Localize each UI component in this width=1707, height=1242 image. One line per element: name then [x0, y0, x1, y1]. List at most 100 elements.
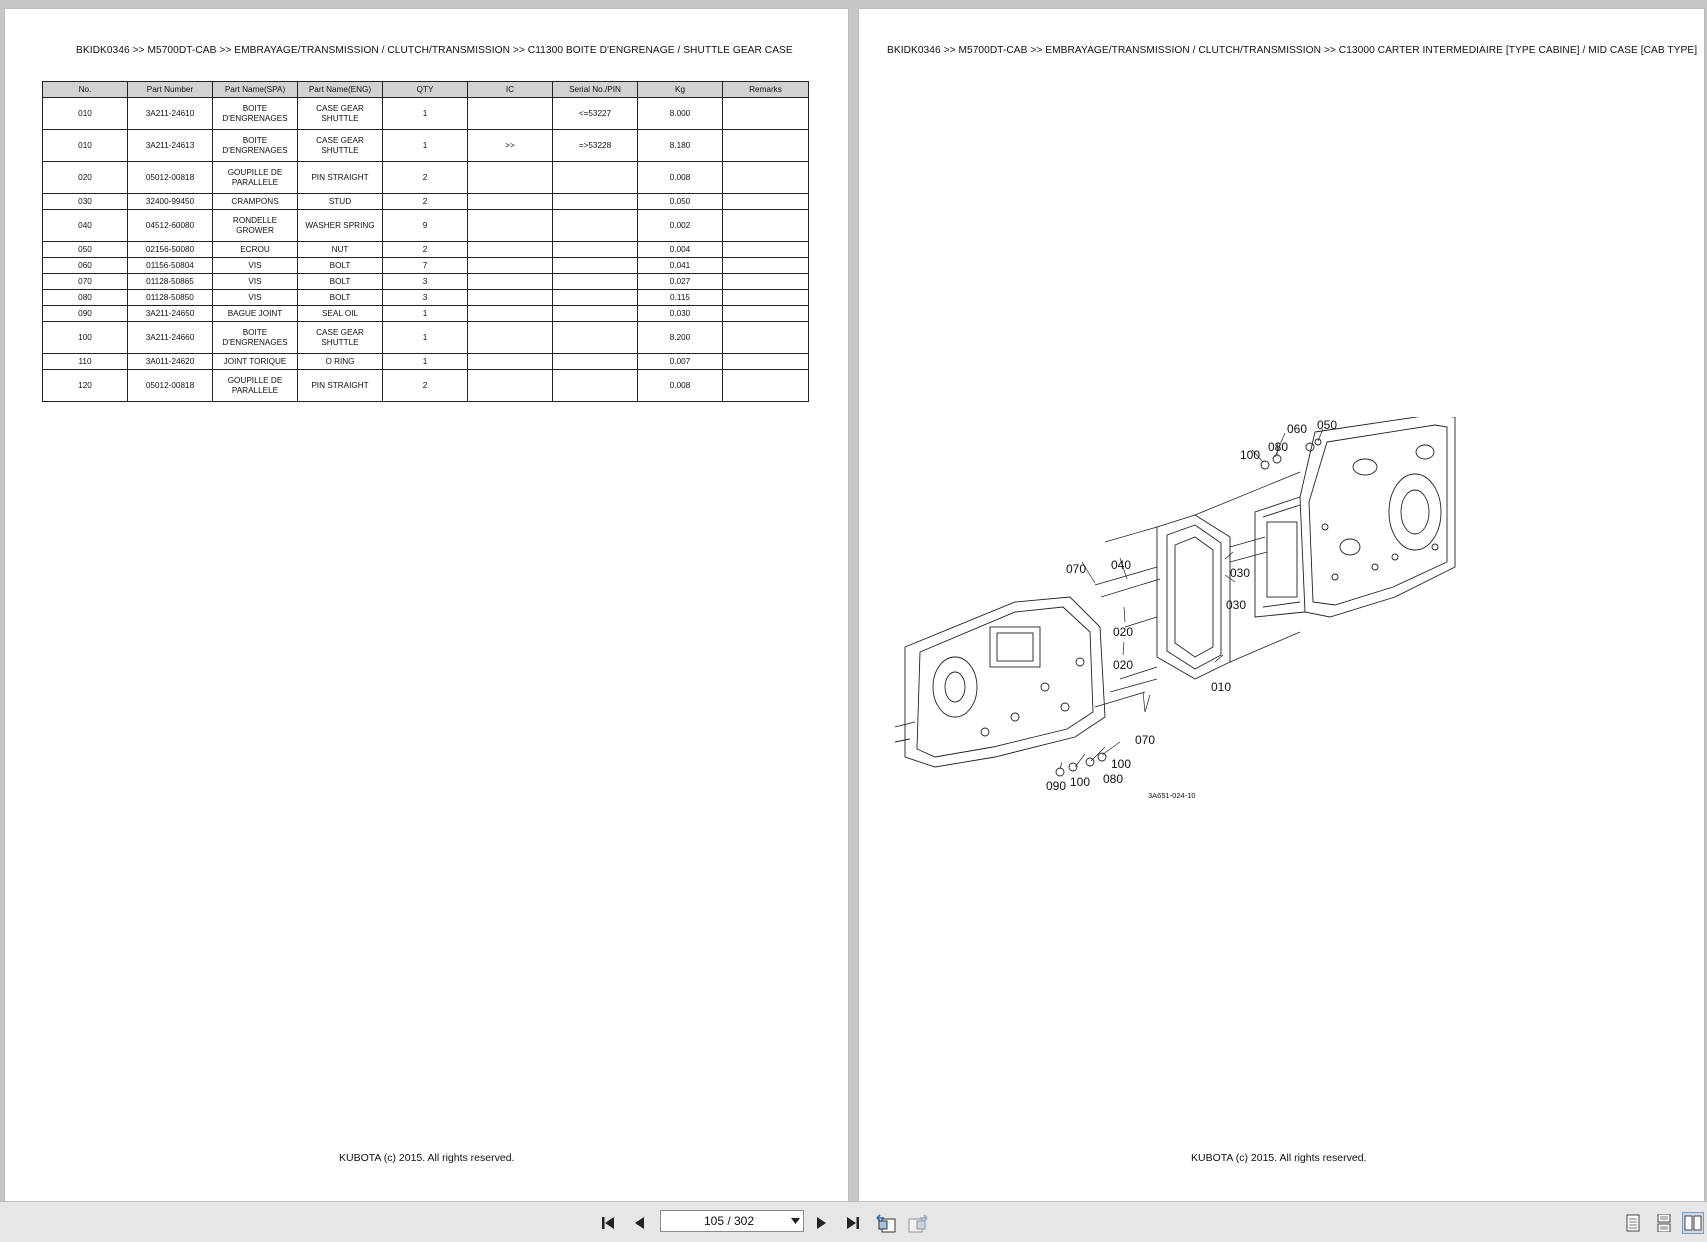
column-header: IC	[467, 81, 553, 98]
cell-qty: 1	[382, 353, 468, 370]
cell-part-name-eng: WASHER SPRING	[297, 209, 383, 242]
cell-remarks	[722, 129, 809, 162]
cell-part-name-spa: ECROU	[212, 241, 298, 258]
cell-part-name-eng: PIN STRAIGHT	[297, 161, 383, 194]
single-page-view-icon	[1626, 1214, 1640, 1232]
cell-no: 100	[42, 321, 128, 354]
cell-qty: 1	[382, 97, 468, 130]
cell-kg: 0.008	[637, 161, 723, 194]
callout-label: 040	[1111, 558, 1131, 572]
cell-no: 070	[42, 273, 128, 290]
prev-page-icon	[635, 1217, 644, 1229]
cell-no: 060	[42, 257, 128, 274]
cell-qty: 3	[382, 289, 468, 306]
shuttle-case-drawing	[895, 596, 1106, 768]
cell-kg: 0.008	[637, 369, 723, 402]
cell-remarks	[722, 369, 809, 402]
figure-code: 3A651-024-10	[1148, 791, 1196, 800]
cell-part-number: 3A211-24650	[127, 305, 213, 322]
two-page-view-icon	[1684, 1215, 1702, 1231]
cell-serial	[552, 305, 638, 322]
cell-kg: 8.000	[637, 97, 723, 130]
cell-part-name-eng: BOLT	[297, 257, 383, 274]
two-page-view-button[interactable]	[1682, 1212, 1704, 1234]
cell-part-name-eng: PIN STRAIGHT	[297, 369, 383, 402]
breadcrumb: BKIDK0346 >> M5700DT-CAB >> EMBRAYAGE/TR…	[887, 45, 1698, 56]
breadcrumb: BKIDK0346 >> M5700DT-CAB >> EMBRAYAGE/TR…	[76, 45, 793, 56]
cell-ic	[467, 289, 553, 306]
cell-ic	[467, 241, 553, 258]
previous-view-button[interactable]	[875, 1212, 897, 1234]
cell-remarks	[722, 321, 809, 354]
cell-part-number: 3A211-24613	[127, 129, 213, 162]
callout-label: 080	[1103, 772, 1123, 786]
cell-qty: 1	[382, 305, 468, 322]
page-number-input[interactable]: 105 / 302	[660, 1210, 804, 1232]
first-page-button[interactable]	[598, 1212, 620, 1234]
previous-view-icon	[876, 1214, 896, 1233]
cell-qty: 2	[382, 241, 468, 258]
cell-part-number: 3A011-24620	[127, 353, 213, 370]
copyright-footer: KUBOTA (c) 2015. All rights reserved.	[1191, 1152, 1367, 1164]
next-view-icon	[908, 1214, 928, 1233]
chevron-down-icon	[790, 1218, 800, 1224]
cell-part-name-spa: CRAMPONS	[212, 193, 298, 210]
cell-part-number: 01156-50804	[127, 257, 213, 274]
cell-part-name-spa: GOUPILLE DE PARALLELE	[212, 369, 298, 402]
callout-label: 100	[1111, 757, 1131, 771]
cell-part-name-spa: BOITE D'ENGRENAGES	[212, 129, 298, 162]
cell-serial	[552, 257, 638, 274]
prev-page-button[interactable]	[629, 1212, 651, 1234]
cell-serial	[552, 161, 638, 194]
cell-remarks	[722, 97, 809, 130]
exploded-parts-diagram: 060 050 100 080 070 040 030 030 020 020 …	[895, 417, 1456, 800]
cell-part-number: 32400-99450	[127, 193, 213, 210]
cell-kg: 0.041	[637, 257, 723, 274]
parts-table: No. Part Number Part Name(SPA) Part Name…	[42, 81, 809, 402]
cell-kg: 0.027	[637, 273, 723, 290]
cell-part-name-eng: BOLT	[297, 273, 383, 290]
cell-part-number: 02156-50080	[127, 241, 213, 258]
cell-part-number: 05012-00818	[127, 369, 213, 402]
cell-serial	[552, 209, 638, 242]
callout-label: 100	[1240, 448, 1260, 462]
cell-remarks	[722, 257, 809, 274]
cell-no: 080	[42, 289, 128, 306]
page-dropdown-button[interactable]	[787, 1218, 803, 1224]
cell-serial	[552, 369, 638, 402]
next-view-button[interactable]	[907, 1212, 929, 1234]
cell-qty: 1	[382, 129, 468, 162]
cell-ic	[467, 273, 553, 290]
callout-label: 030	[1230, 566, 1250, 580]
cell-qty: 9	[382, 209, 468, 242]
single-page-view-button[interactable]	[1622, 1212, 1644, 1234]
cell-remarks	[722, 305, 809, 322]
callout-label: 100	[1070, 775, 1090, 789]
cell-qty: 7	[382, 257, 468, 274]
next-page-button[interactable]	[810, 1212, 832, 1234]
column-header: Kg	[637, 81, 723, 98]
cell-remarks	[722, 273, 809, 290]
last-page-button[interactable]	[841, 1212, 863, 1234]
cell-qty: 2	[382, 193, 468, 210]
cell-ic	[467, 321, 553, 354]
cell-part-name-eng: CASE GEAR SHUTTLE	[297, 321, 383, 354]
right-page: BKIDK0346 >> M5700DT-CAB >> EMBRAYAGE/TR…	[859, 9, 1704, 1201]
callout-label: 050	[1317, 418, 1337, 432]
cell-no: 050	[42, 241, 128, 258]
callout-label: 070	[1066, 562, 1086, 576]
cell-remarks	[722, 241, 809, 258]
column-header: Part Number	[127, 81, 213, 98]
callout-label: 070	[1135, 733, 1155, 747]
left-page: BKIDK0346 >> M5700DT-CAB >> EMBRAYAGE/TR…	[5, 9, 848, 1201]
cell-no: 110	[42, 353, 128, 370]
continuous-view-button[interactable]	[1653, 1212, 1675, 1234]
